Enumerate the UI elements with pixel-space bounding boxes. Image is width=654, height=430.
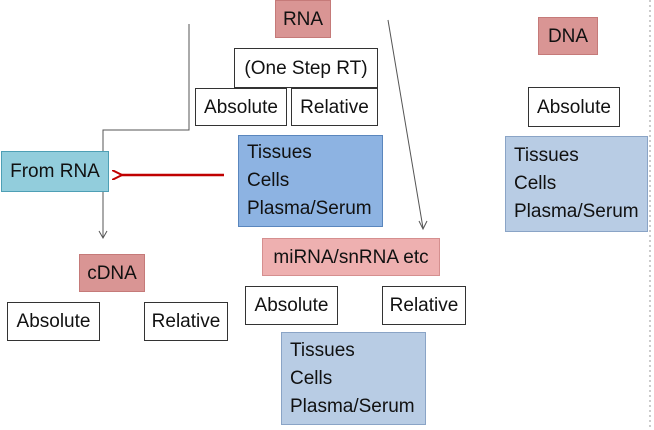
cdna-absolute-box: Absolute: [7, 302, 100, 341]
mirna-samples-box: Tissues Cells Plasma/Serum: [281, 332, 426, 425]
sample-cells: Cells: [290, 367, 333, 389]
sample-cells: Cells: [247, 170, 290, 191]
mirna-relative-box: Relative: [382, 286, 466, 325]
sample-tissues: Tissues: [247, 142, 312, 163]
mirna-node: miRNA/snRNA etc: [262, 238, 440, 276]
sample-plasma-serum: Plasma/Serum: [514, 201, 639, 222]
connector-rna-to-mirna: [387, 19, 424, 229]
sample-plasma-serum: Plasma/Serum: [290, 395, 415, 417]
mirna-absolute-box: Absolute: [245, 286, 338, 325]
arrowhead-mirna: [418, 220, 428, 231]
sample-tissues: Tissues: [514, 145, 579, 166]
rna-relative-box: Relative: [291, 88, 378, 126]
rna-samples-box: Tissues Cells Plasma/Serum: [238, 135, 383, 227]
rna-node: RNA: [275, 0, 331, 38]
sample-tissues: Tissues: [290, 339, 355, 361]
one-step-rt-box: (One Step RT): [234, 48, 378, 88]
rna-absolute-box: Absolute: [195, 88, 287, 126]
dna-samples-box: Tissues Cells Plasma/Serum: [505, 136, 648, 232]
connector-rna-to-cdna: [102, 24, 190, 238]
dna-absolute-box: Absolute: [528, 87, 620, 127]
sample-plasma-serum: Plasma/Serum: [247, 198, 372, 219]
cdna-node: cDNA: [79, 254, 145, 292]
arrowhead-cdna: [98, 230, 108, 240]
sample-cells: Cells: [514, 173, 557, 194]
dna-node: DNA: [538, 17, 598, 55]
from-rna-node: From RNA: [1, 151, 109, 192]
cdna-relative-box: Relative: [144, 302, 228, 341]
